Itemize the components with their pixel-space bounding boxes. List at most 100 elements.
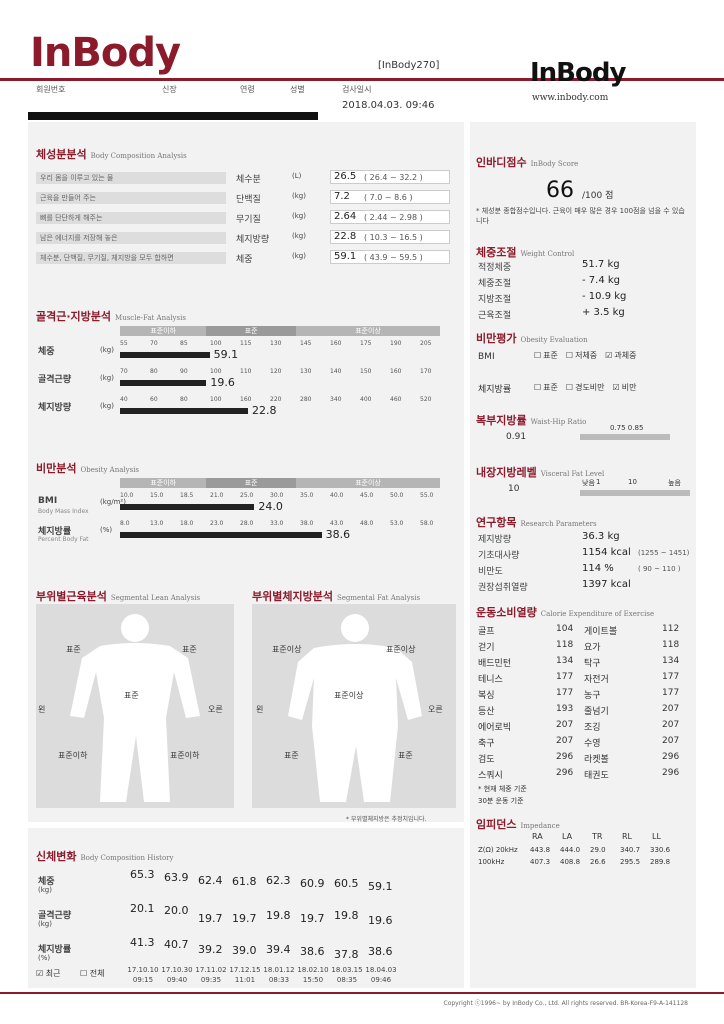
bc-range: ( 10.3 ~ 16.5 ) [364, 233, 423, 242]
exercise-name: 자전거 [584, 675, 609, 685]
bc-desc: 체수분, 단백질, 무기질, 체지방을 모두 합하면 [36, 252, 226, 264]
ob-tick: 35.0 [300, 492, 314, 499]
bc-unit: (kg) [292, 252, 306, 260]
hist-date: 18.04.03 [365, 966, 397, 974]
ob-tick: 13.0 [150, 520, 164, 527]
exercise-name: 게이트볼 [584, 627, 618, 637]
ob-tick: 43.0 [330, 520, 344, 527]
ob-head: 표준이하 [120, 478, 207, 488]
impedance-row-label: Z(Ω) 20kHz [478, 846, 518, 854]
hist-value: 20.0 [164, 904, 189, 918]
fat-left-word: 왼 [256, 705, 264, 714]
wc-label: 지방조절 [478, 295, 512, 305]
mf-value: 22.8 [252, 404, 277, 417]
mf-tick: 220 [270, 396, 282, 403]
ob-tick: 21.0 [210, 492, 224, 499]
lean-left-arm-tag: 표준 [66, 645, 81, 654]
research-value: 114 % [582, 563, 614, 574]
mf-label: 체중 [38, 347, 55, 357]
exercise-kcal: 207 [662, 736, 680, 746]
whr-value: 0.91 [506, 432, 527, 442]
visceral-value: 10 [508, 484, 520, 494]
all-checkbox[interactable]: ☐ 전체 [80, 969, 105, 978]
mf-tick: 80 [150, 368, 158, 375]
ob-tick: 18.5 [180, 492, 194, 499]
research-label: 권장섭취열량 [478, 583, 528, 593]
mf-tick: 190 [390, 340, 402, 347]
impedance-value: 444.0 [560, 846, 581, 854]
test-label: 검사일시 [342, 85, 372, 94]
wc-value: - 10.9 kg [582, 291, 627, 302]
hist-value: 65.3 [130, 868, 155, 881]
hist-date: 18.03.15 [331, 966, 363, 974]
bc-desc: 남은 에너지를 저장해 놓은 [36, 232, 226, 244]
mf-bar [120, 408, 248, 414]
research-label: 제지방량 [478, 535, 512, 545]
mf-tick: 140 [330, 368, 342, 375]
eval-option-label: 비만 [621, 383, 637, 392]
score-max: /100 점 [582, 191, 614, 201]
bc-desc: 뼈를 단단하게 해주는 [36, 212, 226, 224]
exercise-kcal: 104 [556, 624, 574, 634]
exercise-kcal: 134 [662, 656, 680, 666]
hist-date: 17.10.30 [161, 966, 193, 974]
mf-tick: 150 [360, 368, 372, 375]
eval-option[interactable]: ☑비만 [613, 383, 637, 392]
hist-value: 39.0 [232, 943, 257, 957]
exercise-name: 검도 [478, 755, 495, 765]
hist-value: 19.8 [266, 909, 291, 923]
impedance-head: TR [592, 832, 603, 841]
age-label: 연령 [240, 85, 255, 94]
ob-value: 24.0 [258, 500, 283, 513]
mf-tick: 90 [180, 368, 188, 375]
mf-bar [120, 352, 210, 358]
fat-left-leg-tag: 표준 [284, 751, 299, 760]
wc-value: + 3.5 kg [582, 307, 625, 318]
visceral-tick-1: 1 [596, 478, 601, 486]
research-range: (1255 ~ 1451) [638, 549, 690, 557]
ob-tick: 10.0 [120, 492, 134, 499]
eval-option[interactable]: ☐표준 [534, 383, 558, 392]
exercise-name: 복싱 [478, 691, 495, 701]
bc-value: 22.8 [334, 231, 357, 242]
hist-value: 62.4 [198, 873, 223, 887]
eval-option[interactable]: ☐경도비만 [566, 383, 605, 392]
lean-left-word: 왼 [38, 705, 46, 714]
impedance-value: 340.7 [620, 846, 641, 854]
exercise-name: 조깅 [584, 723, 601, 733]
research-value: 1397 kcal [582, 579, 631, 590]
id-label: 회원번호 [36, 85, 66, 94]
exercise-kcal: 112 [662, 624, 680, 634]
ob-tick: 8.0 [120, 520, 130, 527]
eval-option[interactable]: ☐저체중 [566, 351, 597, 360]
fat-trunk-tag: 표준이상 [334, 691, 364, 700]
bc-value: 7.2 [334, 191, 350, 202]
visceral-low: 낮음 [582, 479, 595, 487]
bc-value-box [330, 250, 450, 264]
fat-right-arm-tag: 표준이상 [386, 645, 416, 654]
ob-tick: 40.0 [330, 492, 344, 499]
hist-time: 08:33 [268, 976, 290, 984]
whr-scale [580, 434, 670, 440]
eval-option[interactable]: ☑과체중 [605, 351, 636, 360]
bc-range: ( 43.9 ~ 59.5 ) [364, 253, 423, 262]
eval-option[interactable]: ☐표준 [534, 351, 558, 360]
mf-head: 표준 [206, 326, 296, 336]
bc-range: ( 2.44 ~ 2.98 ) [364, 213, 423, 222]
mf-tick: 460 [390, 396, 402, 403]
mf-tick: 160 [390, 368, 402, 375]
hist-date: 18.02.10 [297, 966, 329, 974]
model-label: [InBody270] [378, 60, 440, 71]
hist-value: 60.9 [300, 876, 325, 890]
impedance-value: 289.8 [650, 858, 671, 866]
hist-value: 60.5 [334, 877, 359, 891]
history-panel [28, 828, 464, 988]
exercise-name: 농구 [584, 691, 601, 701]
recent-checkbox[interactable]: ☑ 최근 [36, 969, 61, 978]
mf-tick: 115 [240, 340, 252, 347]
research-range: ( 90 ~ 110 ) [638, 565, 681, 573]
